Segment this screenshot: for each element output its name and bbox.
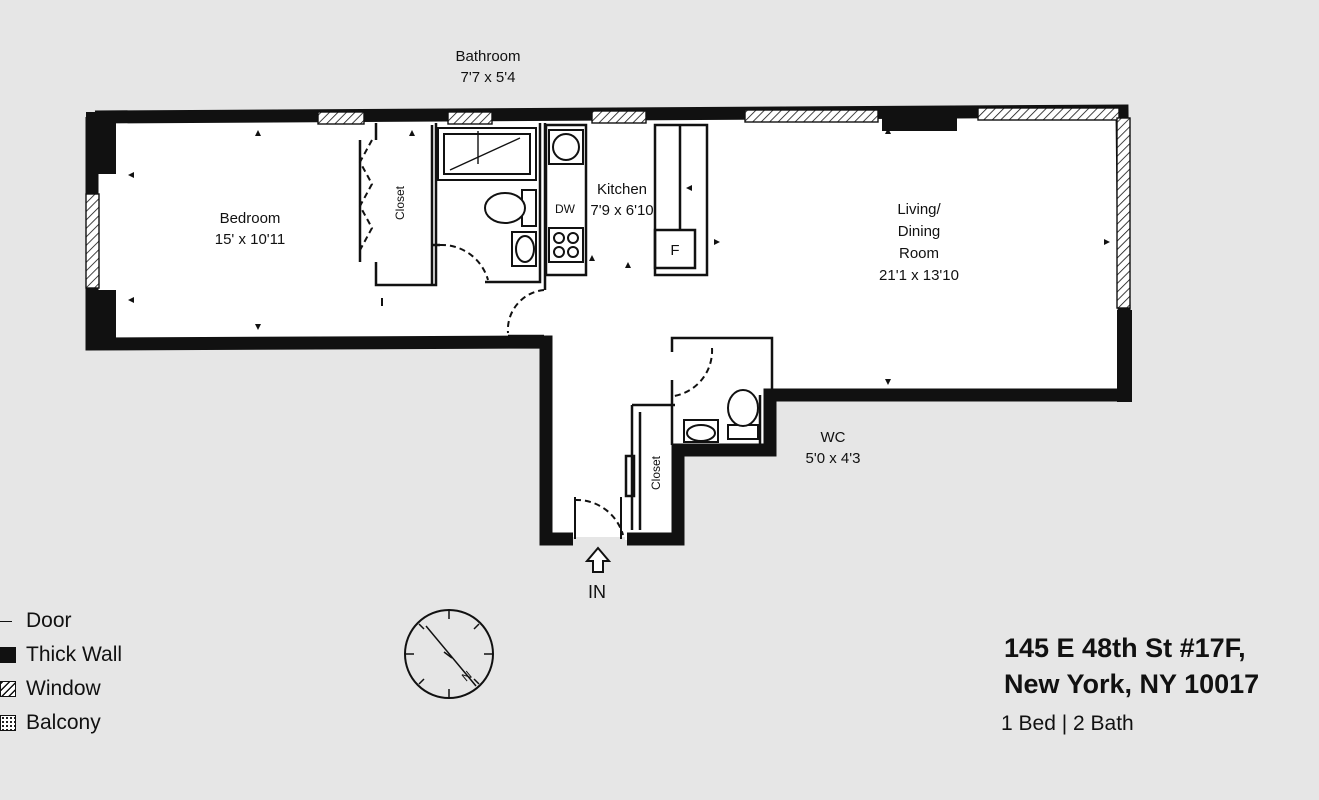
toilet: [484, 189, 537, 227]
wall-block: [1117, 310, 1132, 402]
bathroom-size: 7'7 x 5'4: [461, 69, 516, 86]
wc-size: 5'0 x 4'3: [806, 450, 861, 467]
listing-address: 145 E 48th St #17F, New York, NY 10017: [1004, 630, 1259, 702]
legend-door-label: Door: [26, 609, 72, 632]
bathroom-sink: [511, 231, 537, 267]
bedroom-closet-label: Closet: [393, 185, 407, 220]
legend-window: Window: [0, 672, 122, 706]
door-leaves: [574, 497, 622, 539]
interior-walls: [358, 123, 774, 530]
stove: [548, 227, 584, 263]
entry-closet-label: Closet: [649, 455, 663, 490]
entrance-label: IN: [588, 582, 606, 602]
balcony-symbol-icon: [0, 715, 16, 731]
legend-balcony: Balcony: [0, 706, 122, 740]
living-line3: Room: [899, 245, 939, 262]
thick-wall-symbol-icon: [0, 647, 16, 663]
fridge-label: F: [670, 242, 679, 259]
kitchen-sink: [548, 129, 584, 165]
legend: Door Thick Wall Window Balcony: [0, 604, 122, 740]
bedroom-size: 15' x 10'11: [215, 231, 286, 248]
doors: [358, 139, 714, 536]
legend-window-label: Window: [26, 677, 101, 700]
floor-area: [90, 108, 1130, 540]
living-size: 21'1 x 13'10: [879, 267, 959, 284]
living-line1: Living/: [897, 201, 941, 218]
compass-icon: N: [404, 609, 494, 699]
legend-thick-wall-label: Thick Wall: [26, 643, 123, 666]
outlet-markers: [128, 128, 1110, 385]
kitchen-name: Kitchen: [597, 181, 647, 198]
wc-fixtures: [683, 389, 759, 443]
windows: [85, 107, 1131, 309]
bathroom-name: Bathroom: [455, 48, 520, 65]
bedroom-name: Bedroom: [220, 210, 281, 227]
legend-balcony-label: Balcony: [26, 711, 101, 734]
window-symbol-icon: [0, 681, 16, 697]
wall-block: [882, 106, 957, 131]
address-line-2: New York, NY 10017: [1004, 669, 1260, 699]
living-line2: Dining: [898, 223, 941, 240]
wc-name: WC: [821, 429, 846, 446]
legend-thick-wall: Thick Wall: [0, 638, 122, 672]
bathtub: [437, 127, 537, 181]
wall-block: [86, 290, 116, 350]
entrance-arrow-icon: [584, 546, 612, 573]
wall-block: [86, 112, 116, 174]
beds-baths: 1 Bed | 2 Bath: [1001, 712, 1134, 735]
address-line-1: 145 E 48th St #17F,: [1004, 633, 1246, 663]
kitchen-size: 7'9 x 6'10: [590, 202, 653, 219]
legend-door: Door: [0, 604, 122, 638]
dishwasher-label: DW: [555, 202, 576, 216]
door-symbol-icon: [0, 620, 12, 622]
